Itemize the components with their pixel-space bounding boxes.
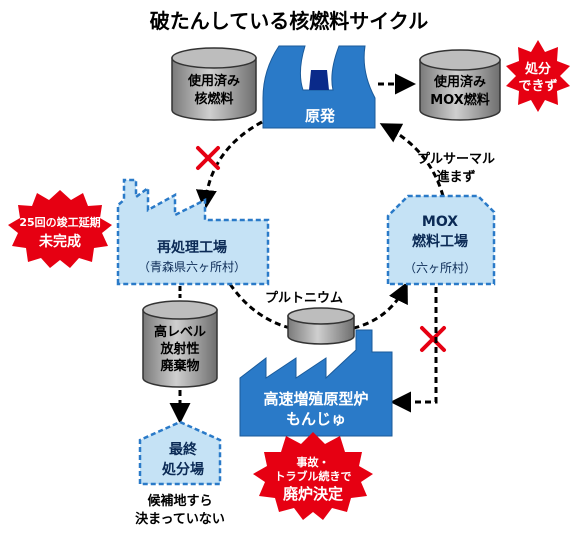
mox-plant-label-1: MOX <box>422 214 458 230</box>
arrow-plant-to-reprocessing <box>195 120 263 211</box>
reactor-icon <box>309 70 329 90</box>
broken-link-cross-2 <box>420 326 446 352</box>
hlw-label-2: 放射性 <box>159 341 199 357</box>
spent-mox-label-1: 使用済み <box>433 74 486 90</box>
spent-fuel-label-1: 使用済み <box>187 73 240 89</box>
pluthermal-note-2: 進まず <box>436 169 475 185</box>
monju-badge-text-2: トラブル続きで <box>275 469 352 483</box>
reprocessing-plant-label: 再処理工場 <box>157 239 227 256</box>
spent-mox-cylinder: 使用済み MOX燃料 <box>419 49 501 121</box>
arrow-reprocessing-to-mox <box>228 281 408 334</box>
mox-plant-location: （六ヶ所村） <box>404 261 476 275</box>
monju-badge-text-1: 事故・ <box>297 455 330 469</box>
monju-label-1: 高速増殖原型炉 <box>263 390 368 408</box>
broken-link-cross-1 <box>196 146 220 170</box>
candidate-note-1: 候補地すら <box>147 493 212 509</box>
delay-text-2: 未完成 <box>39 233 81 250</box>
spent-fuel-label-2: 核燃料 <box>194 91 233 107</box>
hlw-label-1: 高レベル <box>154 324 206 340</box>
plutonium-cylinder <box>287 307 355 345</box>
pluthermal-note-1: プルサーマル <box>417 152 495 167</box>
power-plant: 原発 <box>262 45 376 129</box>
hlw-label-3: 廃棄物 <box>159 358 199 374</box>
no-disposal-text-1: 処分 <box>524 61 551 77</box>
monju-reactor: 高速増殖原型炉 もんじゅ <box>239 329 393 437</box>
spent-fuel-cylinder: 使用済み 核燃料 <box>171 47 257 121</box>
reprocessing-plant: 再処理工場 （青森県六ヶ所村） <box>116 178 270 286</box>
arrow-mox-to-plant <box>379 123 445 197</box>
final-disposal-site: 最終 処分場 <box>138 420 222 486</box>
hlw-cylinder: 高レベル 放射性 廃棄物 <box>142 300 218 388</box>
final-disposal-label-1: 最終 <box>169 441 198 458</box>
no-disposal-text-2: できず <box>518 78 557 94</box>
candidate-note-2: 決まっていない <box>135 511 225 527</box>
no-disposal-badge: 処分 できず <box>506 40 570 112</box>
delay-badge: 25回の竣工延期 未完成 <box>8 190 112 268</box>
mox-plant-label-2: 燃料工場 <box>412 233 468 250</box>
final-disposal-label-2: 処分場 <box>161 461 204 478</box>
power-plant-label: 原発 <box>305 107 336 125</box>
monju-badge-text-3: 廃炉決定 <box>283 485 343 503</box>
monju-decommission-badge: 事故・ トラブル続きで 廃炉決定 <box>253 432 373 520</box>
monju-label-2: もんじゅ <box>286 410 346 428</box>
delay-text-1: 25回の竣工延期 <box>19 215 100 229</box>
reprocessing-plant-location: （青森県六ヶ所村） <box>138 259 246 274</box>
plutonium-label: プルトニウム <box>265 291 343 306</box>
arrow-mox-to-monju <box>390 287 438 413</box>
mox-fuel-plant: MOX 燃料工場 （六ヶ所村） <box>386 194 496 286</box>
spent-mox-label-2: MOX燃料 <box>430 92 490 108</box>
page-title: 破たんしている核燃料サイクル <box>150 9 428 33</box>
